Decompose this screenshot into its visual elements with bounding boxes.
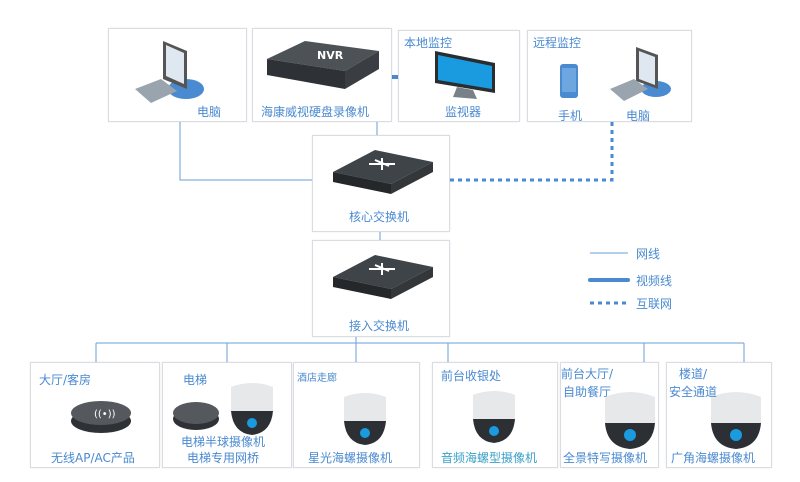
elevator-title: 电梯 — [183, 373, 208, 387]
corridor-title: 酒店走廊 — [297, 373, 337, 384]
remote-monitoring-box: 远程监控 手机 电脑 — [527, 30, 692, 123]
internet-dashed-line — [448, 122, 614, 182]
dome-camera-icon — [231, 383, 273, 435]
front-desk-title: 前台收银处 — [441, 369, 502, 383]
front-desk-box: 前台收银处 音频海螺型摄像机 — [432, 362, 558, 468]
elevator-camera-label: 电梯半球摄像机 — [181, 435, 266, 449]
local-monitoring-box: 本地监控 监视器 — [398, 30, 520, 122]
legend-video-label: 视频线 — [636, 274, 673, 288]
pc-box: 电脑 — [108, 28, 247, 122]
core-switch-label: 核心交换机 — [349, 210, 410, 224]
starlight-camera-icon — [344, 393, 386, 445]
nvr-box: NVR 海康威视硬盘录像机 — [252, 28, 392, 122]
nvr-badge: NVR — [317, 49, 344, 62]
remote-computer-icon — [610, 47, 671, 101]
nvr-label: 海康威视硬盘录像机 — [261, 105, 370, 119]
legend-internet-label: 互联网 — [636, 297, 673, 311]
stairway-title: 楼道/ — [679, 367, 708, 381]
lobby-restaurant-box: 前台大厅/ 自助餐厅 全景特写摄像机 — [560, 362, 659, 468]
desktop-computer-icon — [135, 41, 204, 103]
access-switch-icon — [333, 255, 433, 299]
lobby-restaurant-title-2: 自助餐厅 — [563, 385, 612, 399]
stairway-box: 楼道/ 安全通道 广角海螺摄像机 — [666, 362, 772, 468]
mobile-phone-icon — [560, 64, 578, 98]
wide-angle-camera-icon — [711, 392, 761, 449]
wireless-ap-icon: ((•)) — [71, 401, 131, 433]
legend-network-label: 网线 — [636, 247, 661, 261]
monitor-icon — [435, 51, 495, 99]
phone-label: 手机 — [558, 109, 583, 123]
svg-text:((•)): ((•)) — [94, 409, 116, 420]
remote-monitoring-title: 远程监控 — [533, 36, 582, 50]
stairway-title-2: 安全通道 — [669, 385, 718, 399]
pc-to-core-line — [179, 120, 312, 181]
remote-pc-label: 电脑 — [626, 109, 651, 123]
lobby-title: 大厅/客房 — [39, 373, 92, 387]
elevator-box: 电梯 电梯半球摄像机 电梯专用网桥 — [162, 362, 292, 468]
starlight-camera-label: 星光海螺摄像机 — [308, 451, 393, 465]
lobby-restaurant-title: 前台大厅/ — [561, 367, 614, 381]
ap-label: 无线AP/AC产品 — [51, 451, 135, 465]
panoramic-camera-label: 全景特写摄像机 — [563, 451, 648, 465]
drop-lines — [95, 343, 745, 362]
access-switch-label: 接入交换机 — [349, 319, 410, 333]
pc-label: 电脑 — [197, 105, 222, 119]
audio-camera-label: 音频海螺型摄像机 — [441, 451, 538, 465]
nvr-icon: NVR — [267, 41, 379, 89]
core-switch-icon — [333, 150, 433, 194]
wireless-bridge-icon — [173, 402, 219, 430]
monitor-label: 监视器 — [445, 105, 482, 119]
core-switch-box: 核心交换机 — [312, 135, 450, 232]
elevator-bridge-label: 电梯专用网桥 — [187, 451, 260, 465]
access-switch-box: 接入交换机 — [312, 240, 450, 337]
panoramic-camera-icon — [605, 392, 655, 449]
wide-angle-camera-label: 广角海螺摄像机 — [671, 451, 756, 465]
lobby-room-box: 大厅/客房 ((•)) 无线AP/AC产品 — [30, 362, 160, 468]
audio-camera-icon — [473, 391, 515, 443]
local-monitoring-title: 本地监控 — [404, 36, 453, 50]
corridor-box: 酒店走廊 星光海螺摄像机 — [293, 362, 420, 468]
